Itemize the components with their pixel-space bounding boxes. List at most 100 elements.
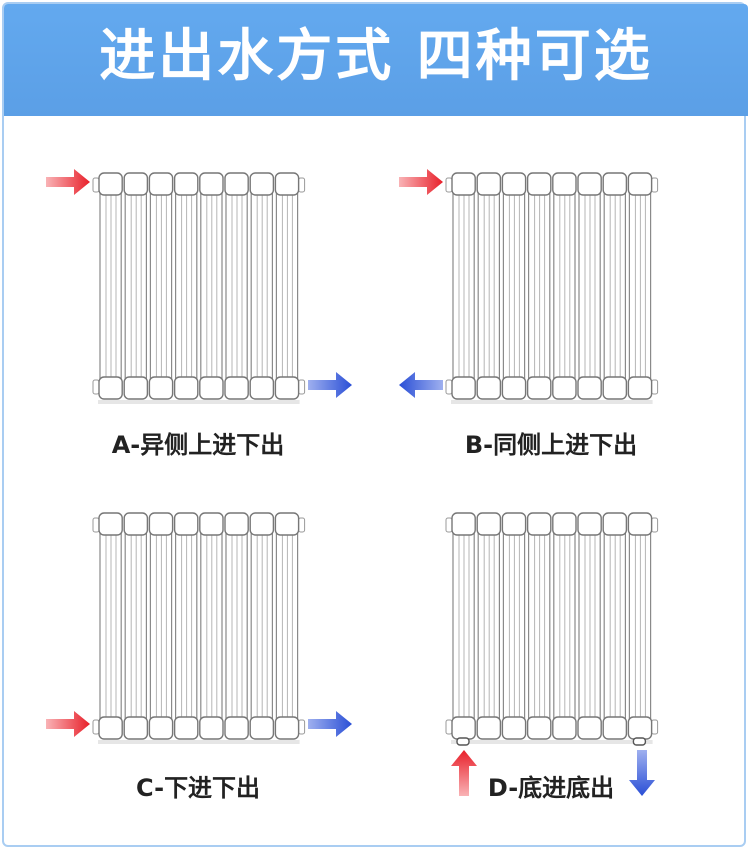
connector-top-left: [445, 517, 453, 533]
column-bottom-cap: [476, 376, 502, 400]
column-bottom-cap: [173, 376, 199, 400]
column-top-cap: [249, 172, 275, 196]
radiator-d: [445, 512, 659, 746]
option-d-label: D-底进底出: [487, 774, 615, 802]
column-top-cap: [627, 512, 653, 536]
column-top-cap: [602, 172, 628, 196]
connector-bottom-right: [298, 379, 306, 395]
column-top-cap: [552, 172, 577, 196]
outlet-arrow-b: [399, 372, 443, 398]
radiator-shadow: [98, 740, 300, 744]
option-b-label: B-同侧上进下出: [464, 431, 638, 459]
column-bottom-cap: [552, 716, 577, 740]
column-top-cap: [526, 172, 552, 196]
column-bottom-cap: [98, 716, 123, 740]
connector-bottom-right: [651, 719, 659, 735]
radiator-shadow: [98, 400, 300, 404]
connector-bottom-right: [651, 379, 659, 395]
column-bottom-cap: [123, 376, 149, 400]
column-bottom-cap: [199, 716, 224, 740]
column-top-cap: [123, 172, 149, 196]
bottom-inlet-valve: [456, 737, 470, 746]
column-bottom-cap: [224, 716, 249, 740]
column-bottom-cap: [98, 376, 123, 400]
column-bottom-cap: [173, 716, 199, 740]
column-top-cap: [98, 172, 123, 196]
column-bottom-cap: [148, 716, 174, 740]
column-top-cap: [173, 172, 199, 196]
column-bottom-cap: [274, 376, 300, 400]
column-bottom-cap: [451, 716, 476, 740]
column-bottom-cap: [476, 716, 502, 740]
column-bottom-cap: [501, 376, 527, 400]
column-bottom-cap: [249, 376, 275, 400]
connector-top-right: [651, 517, 659, 533]
page-title: 进出水方式 四种可选: [99, 24, 653, 89]
column-top-cap: [249, 512, 275, 536]
connector-top-right: [298, 177, 306, 193]
column-bottom-cap: [526, 376, 552, 400]
column-bottom-cap: [274, 716, 300, 740]
column-top-cap: [274, 512, 300, 536]
inlet-arrow-b: [399, 169, 443, 195]
column-top-cap: [199, 512, 224, 536]
column-top-cap: [148, 172, 174, 196]
connector-bottom-left: [92, 379, 100, 395]
column-top-cap: [577, 512, 602, 536]
connector-top-right: [298, 517, 306, 533]
column-top-cap: [451, 512, 476, 536]
column-top-cap: [451, 172, 476, 196]
connector-bottom-left: [92, 719, 100, 735]
column-top-cap: [224, 512, 249, 536]
column-bottom-cap: [148, 376, 174, 400]
option-a-label: A-异侧上进下出: [111, 431, 285, 459]
header-banner: [4, 4, 748, 116]
column-bottom-cap: [123, 716, 149, 740]
outlet-arrow-a: [308, 372, 352, 398]
inlet-arrow-d: [451, 750, 477, 796]
radiator-a: [92, 172, 306, 404]
option-c-label: C-下进下出: [135, 774, 261, 802]
column-bottom-cap: [199, 376, 224, 400]
column-top-cap: [123, 512, 149, 536]
column-top-cap: [526, 512, 552, 536]
connector-bottom-right: [298, 719, 306, 735]
outlet-arrow-c: [308, 711, 352, 737]
column-bottom-cap: [552, 376, 577, 400]
column-top-cap: [552, 512, 577, 536]
connector-bottom-left: [445, 379, 453, 395]
radiator-shadow: [451, 740, 653, 744]
column-bottom-cap: [577, 376, 602, 400]
outlet-arrow-d: [629, 750, 655, 796]
column-bottom-cap: [577, 716, 602, 740]
column-top-cap: [224, 172, 249, 196]
column-bottom-cap: [627, 716, 653, 740]
column-bottom-cap: [602, 716, 628, 740]
connector-top-left: [92, 177, 100, 193]
connector-top-left: [445, 177, 453, 193]
column-bottom-cap: [627, 376, 653, 400]
column-top-cap: [98, 512, 123, 536]
column-bottom-cap: [451, 376, 476, 400]
bottom-outlet-valve: [632, 737, 647, 746]
inlet-arrow-a: [46, 169, 90, 195]
column-top-cap: [476, 512, 502, 536]
column-bottom-cap: [501, 716, 527, 740]
inlet-arrow-c: [46, 711, 90, 737]
radiator-b: [445, 172, 659, 404]
column-top-cap: [501, 172, 527, 196]
column-top-cap: [602, 512, 628, 536]
radiator-c: [92, 512, 306, 744]
connector-bottom-left: [445, 719, 453, 735]
column-bottom-cap: [526, 716, 552, 740]
column-top-cap: [173, 512, 199, 536]
column-top-cap: [501, 512, 527, 536]
column-top-cap: [274, 172, 300, 196]
connector-top-left: [92, 517, 100, 533]
connector-top-right: [651, 177, 659, 193]
column-top-cap: [199, 172, 224, 196]
column-bottom-cap: [602, 376, 628, 400]
column-bottom-cap: [249, 716, 275, 740]
column-top-cap: [148, 512, 174, 536]
